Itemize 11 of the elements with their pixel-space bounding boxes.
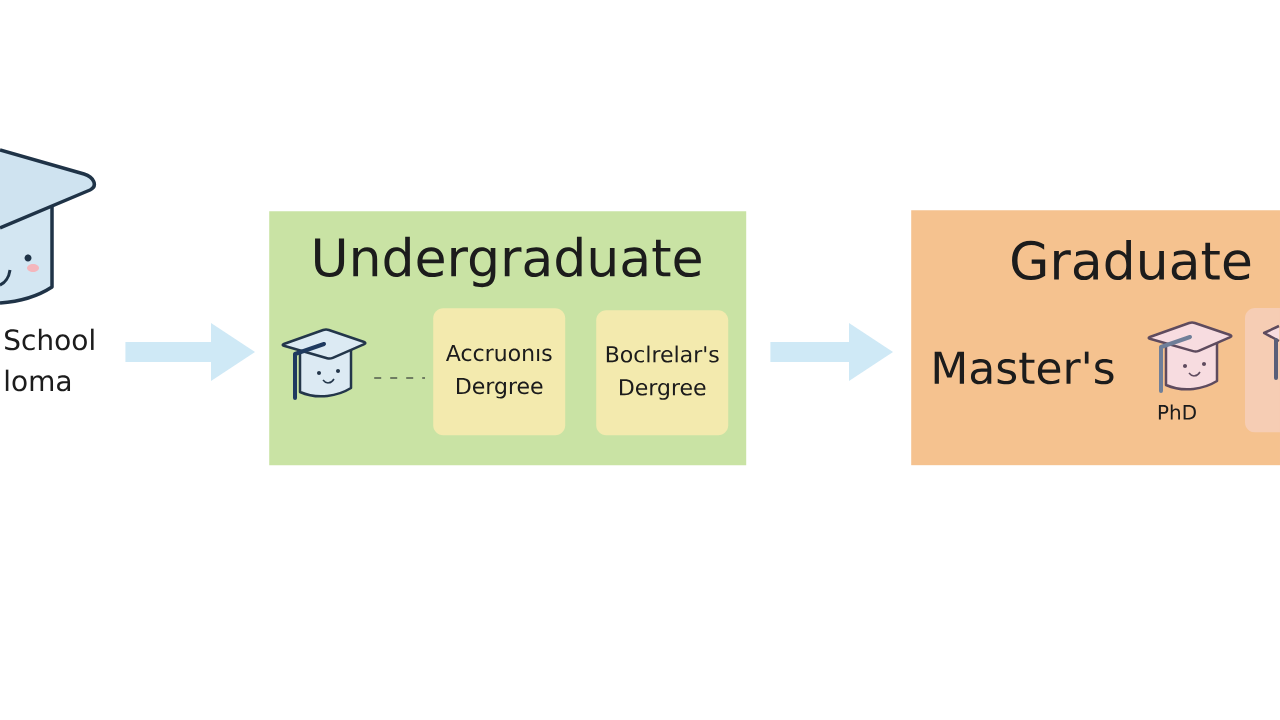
arrow — [125, 323, 255, 381]
stage-label: Master's — [934, 351, 1114, 385]
degree-card: Boclrelar's Dergree — [596, 310, 729, 436]
panel-heading: Graduate — [1012, 239, 1251, 281]
stage-label: School loma — [5, 328, 94, 392]
dashed-connector — [373, 377, 426, 379]
arrow — [770, 323, 893, 381]
panel-heading: Undergraduate — [315, 236, 701, 288]
graduation-cap-icon — [281, 328, 367, 400]
degree-card: Accruonıs Dergree — [433, 308, 566, 436]
stage-label: PhD — [1158, 404, 1196, 420]
